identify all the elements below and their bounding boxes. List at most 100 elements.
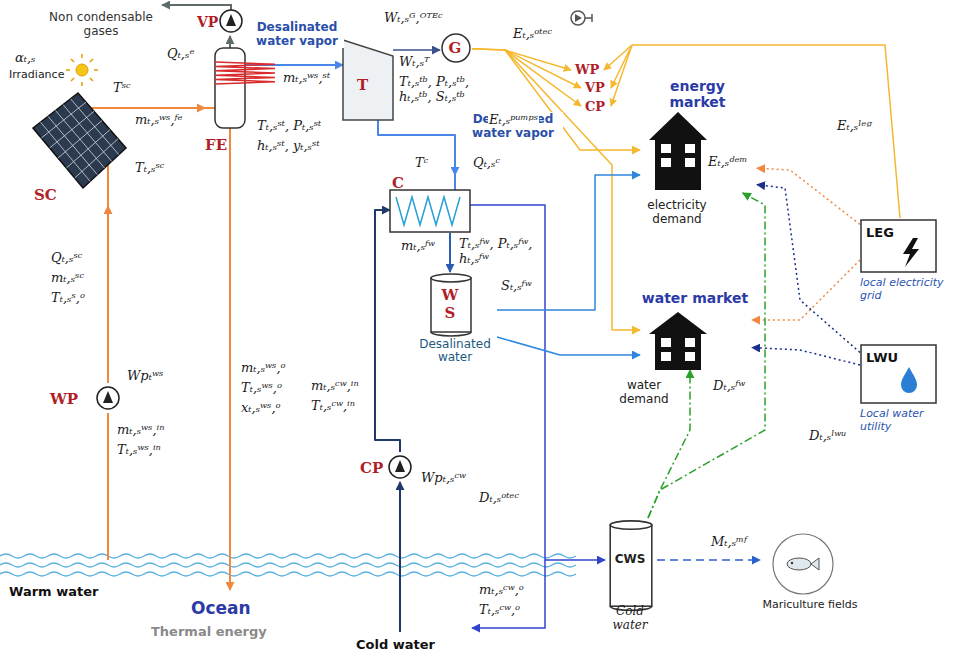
node-text: VP	[197, 14, 218, 30]
flow-connector	[757, 185, 860, 353]
annotation-label: Ocean	[190, 598, 252, 618]
drawing-part	[343, 40, 393, 120]
drawing-part	[611, 45, 632, 88]
annotation-label: Desalinated water vapor	[250, 20, 344, 48]
annotation-label: Eₜ,ₛᵒᵗᵉᶜ	[512, 26, 553, 41]
annotation-label: Cold water	[355, 637, 436, 652]
annotation-label: Tˢᶜ	[112, 80, 132, 95]
annotation-label: mₜ,ₛᶠʷ	[400, 238, 436, 253]
generator: G	[440, 33, 472, 63]
drawing-part	[773, 534, 833, 594]
flow-connector	[497, 337, 640, 355]
annotation-label: electricity demand	[634, 198, 720, 226]
annotation-label: Dₜ,ₛᶠʷ	[712, 378, 746, 393]
annotation-label: mₜ,ₛʷˢ,ᵒ	[240, 360, 287, 375]
node-text: CP	[360, 459, 383, 477]
annotation-label: water demand	[607, 378, 681, 406]
drawing-part	[226, 14, 236, 26]
annotation-label: WP	[574, 62, 600, 77]
drawing-part	[685, 352, 695, 361]
node-text: G	[440, 39, 470, 57]
annotation-label: Wₜ,ₛᴳ,ᴼᵀᴱᶜ	[383, 10, 443, 25]
flow-connector	[375, 210, 400, 452]
drawing-part	[811, 558, 819, 570]
solar-collector: SC	[28, 88, 128, 206]
flow-connector	[378, 120, 455, 175]
vacuum-pump: VP	[197, 8, 247, 36]
annotation-label: mₜ,ₛᶜʷ,ⁱⁿ	[310, 378, 360, 393]
turbine: T	[343, 40, 393, 120]
drawing-part	[661, 338, 671, 347]
drawing-part	[861, 345, 936, 403]
annotation-label: Tₜ,ₛᶠʷ, Pₜ,ₛᶠʷ, hₜ,ₛᶠʷ	[458, 236, 542, 266]
drawing-part	[632, 45, 900, 218]
drawing-part	[611, 45, 632, 106]
annotation-label: Wpₜ,ₛᶜʷ	[420, 470, 467, 485]
drawing-part	[661, 144, 671, 153]
annotation-label: Dₜ,ₛᵒᵗᵉᶜ	[478, 490, 520, 505]
drawing-part	[107, 165, 109, 206]
node-text: LWU	[866, 350, 898, 365]
annotation-label: Qₜ,ₛᵉ	[166, 46, 195, 61]
node-text: FE	[205, 136, 227, 154]
ocean-waves	[0, 554, 576, 576]
drawing-part	[505, 50, 581, 88]
drawing-part	[215, 48, 245, 128]
drawing-part	[649, 112, 707, 140]
flash-evaporator: FE	[205, 48, 250, 158]
drawing-part	[71, 99, 119, 155]
annotation-label: Eₜ,ₛˡᵉᵍ	[836, 118, 873, 133]
annotation-label: Irradiance	[8, 68, 65, 81]
flow-connector	[657, 559, 760, 561]
drawing-part	[66, 54, 98, 86]
water-storage: W SDesalinated water	[415, 272, 497, 372]
drawing-part	[76, 64, 88, 76]
brine-return-line	[229, 128, 231, 590]
annotation-label: Tₜ,ₛʷˢ,ᵒ	[240, 380, 283, 395]
drawing-part	[431, 278, 471, 332]
annotation-label: Qₜ,ₛᶜ	[472, 155, 501, 170]
annotation-label: Eₜ,ₛᵈᵉᵐ	[707, 154, 748, 169]
drawing-part	[390, 190, 470, 232]
drawing-part	[685, 158, 695, 167]
flow-connector	[229, 36, 231, 48]
node-text: water market	[640, 290, 750, 306]
annotation-label: mₜ,ₛʷˢ,ˢᵗ	[282, 70, 331, 85]
annotation-label: Tₜ,ₛᵗᵇ, Pₜ,ₛᵗᵇ, hₜ,ₛᵗᵇ, Sₜ,ₛᵗᵇ	[398, 74, 492, 104]
drawing-part	[56, 111, 105, 169]
drawing-part	[610, 521, 652, 529]
energy-market: energy market	[640, 78, 757, 193]
annotation-label: Wpₜʷˢ	[126, 368, 164, 383]
node-text: energy market	[640, 78, 755, 110]
node-text: Mariculture fields	[760, 598, 860, 611]
annotation-label: hₜ,ₛˢᵗ, yₜ,ₛˢᵗ	[256, 138, 321, 153]
drawing-part	[901, 367, 917, 393]
drawing-part	[205, 107, 215, 109]
pump-supply-lines	[505, 45, 900, 218]
annotation-label: Tᶜ	[414, 155, 429, 170]
drawing-part	[58, 121, 102, 159]
node-text: CWS	[605, 552, 655, 566]
drawing-part	[655, 138, 701, 190]
drawing-part	[431, 332, 471, 336]
grid-box: LEG local electricity grid	[860, 220, 957, 305]
flow-connector	[472, 49, 640, 330]
drawing-part	[685, 338, 695, 347]
drawing-part	[63, 105, 112, 162]
annotation-label: mₜ,ₛʷˢ,ⁱⁿ	[116, 422, 165, 437]
node-text: Local water utility	[860, 407, 955, 433]
node-text: local electricity grid	[860, 276, 955, 302]
annotation-label: Tₜ,ₛˢᶜ	[134, 160, 165, 175]
drawing-part	[585, 14, 592, 22]
flow-connector	[107, 206, 109, 383]
annotation-label: VP	[584, 80, 606, 95]
annotation-label: Tₜ,ₛʷˢ,ⁱⁿ	[116, 442, 162, 457]
drawing-part	[903, 238, 919, 267]
flow-connector	[752, 260, 860, 320]
mariculture-fields: Mariculture fields	[760, 532, 862, 624]
node-text: LEG	[866, 225, 894, 240]
condenser: C	[390, 175, 470, 233]
annotation-label: Non condensable gases	[45, 10, 157, 38]
annotation-label: mₜ,ₛʷˢ,ᶠᵉ	[134, 112, 184, 127]
warm-water-pump: WP	[50, 383, 122, 413]
